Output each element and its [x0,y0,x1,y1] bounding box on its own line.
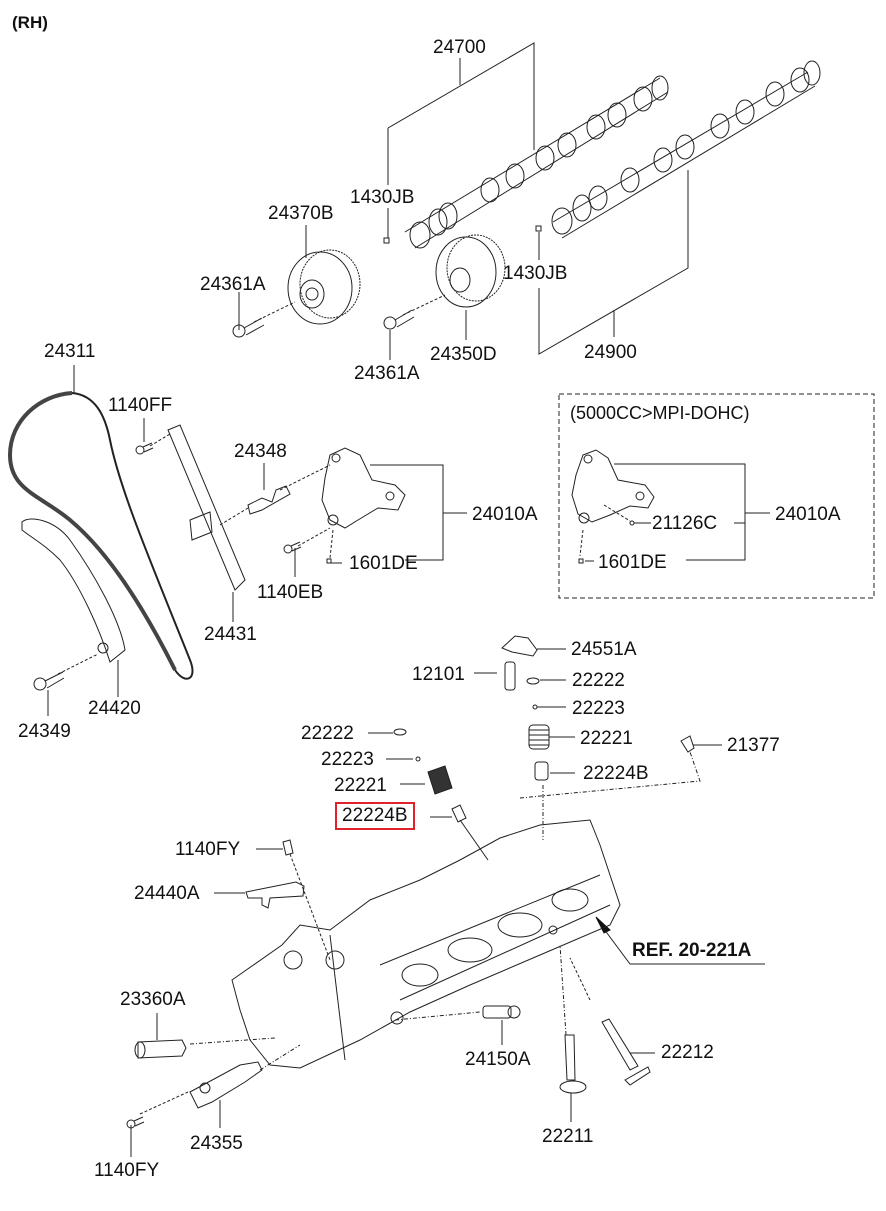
part-label-1601DE[interactable]: 1601DE [349,553,418,574]
part-label-1430JB[interactable]: 1430JB [503,263,568,284]
part-label-24900[interactable]: 24900 [584,342,637,363]
part-label-22222[interactable]: 22222 [572,670,625,691]
part-label-22224B-highlighted[interactable]: 22224B [335,802,415,830]
sensor-21377 [681,736,694,752]
side-indicator: (RH) [12,13,48,32]
camshaft-24700 [405,76,668,248]
exhaust-valve-22212 [602,1019,650,1085]
part-label-24370B[interactable]: 24370B [268,203,334,224]
bolt-1140FF [136,443,153,454]
dowel-pin-1430JB-right [536,226,541,231]
part-label-1601DE[interactable]: 1601DE [598,552,667,573]
retainer-22222-left [394,729,406,735]
part-label-24551A[interactable]: 24551A [571,639,637,660]
cam-sprocket-24370B [288,250,360,324]
plug-24150A [483,1006,520,1018]
pin-21126C [630,521,634,525]
timing-chain-24311 [10,393,192,679]
chain-guide-24420 [22,519,125,662]
rocker-arm-24551A [502,636,537,656]
part-label-1430JB[interactable]: 1430JB [350,187,415,208]
lash-adjuster-12101 [505,662,515,690]
part-label-24150A[interactable]: 24150A [465,1049,531,1070]
valve-spring-22221-left [428,766,452,794]
part-label-24010A[interactable]: 24010A [472,504,538,525]
bolt-24361A-left [233,318,264,337]
tensioner-arm-24010A-variant [572,450,654,523]
reference-label[interactable]: REF. 20-221A [632,940,752,961]
part-label-24355[interactable]: 24355 [190,1133,243,1154]
part-label-22224B[interactable]: 22224B [583,763,649,784]
part-label-23360A[interactable]: 23360A [120,989,186,1010]
seal-22224B-left [452,805,466,822]
cam-sprocket-24350D [436,235,505,307]
retainer-22222-right [527,678,539,684]
variant-box [559,394,874,598]
part-label-1140FF[interactable]: 1140FF [108,395,173,416]
part-label-1140EB[interactable]: 1140EB [257,582,324,603]
cotter-22223-left [416,757,420,761]
part-label-22212[interactable]: 22212 [661,1042,714,1063]
part-label-24348[interactable]: 24348 [234,441,287,462]
bracket-24440A [246,882,304,908]
oil-control-valve-24355 [190,1062,262,1108]
bolt-1140FY-top [283,840,293,855]
pin-1601DE-right [579,559,583,563]
part-label-22221[interactable]: 22221 [580,728,633,749]
pin-1601DE-left [327,559,331,563]
part-label-21377[interactable]: 21377 [727,735,780,756]
bolt-1140FY-bottom [127,1117,144,1128]
part-label-22221[interactable]: 22221 [334,775,387,796]
seal-22224B-right [535,762,548,780]
part-label-1140FY[interactable]: 1140FY [94,1160,160,1181]
part-label-24420[interactable]: 24420 [88,698,141,719]
chain-guide-24431 [168,425,245,590]
part-label-24700[interactable]: 24700 [433,37,486,58]
part-label-24431[interactable]: 24431 [204,624,257,645]
dowel-pin-1430JB-left [384,238,389,243]
part-label-22223[interactable]: 22223 [321,749,374,770]
part-label-24311[interactable]: 24311 [44,341,96,362]
cotter-22223-right [533,705,537,709]
part-label-24361A[interactable]: 24361A [200,274,266,295]
bolt-1140EB [284,542,301,553]
part-label-22211[interactable]: 22211 [542,1126,594,1147]
cylinder-head [232,820,620,1068]
part-label-12101[interactable]: 12101 [412,664,465,685]
intake-valve-22211 [560,1035,586,1093]
leader-lines [48,43,770,1157]
part-label-24010A[interactable]: 24010A [775,504,841,525]
part-label-24361A[interactable]: 24361A [354,363,420,384]
part-label-22222[interactable]: 22222 [301,723,354,744]
bolt-24349 [34,672,64,690]
part-label-21126C[interactable]: 21126C [652,513,718,534]
part-label-24350D[interactable]: 24350D [430,344,497,365]
valve-spring-22221-right [529,725,549,749]
part-label-24349[interactable]: 24349 [18,721,71,742]
part-label-24440A[interactable]: 24440A [134,883,200,904]
chain-tensioner-24348 [248,486,290,514]
camshaft-24900 [552,61,820,238]
tensioner-arm-24010A [322,448,405,528]
camshaft-sensor-23360A [135,1040,186,1058]
variant-label: (5000CC>MPI-DOHC) [570,403,750,423]
bolt-24361A-mid [384,310,414,329]
part-label-1140FY[interactable]: 1140FY [175,839,241,860]
part-label-22223[interactable]: 22223 [572,698,625,719]
